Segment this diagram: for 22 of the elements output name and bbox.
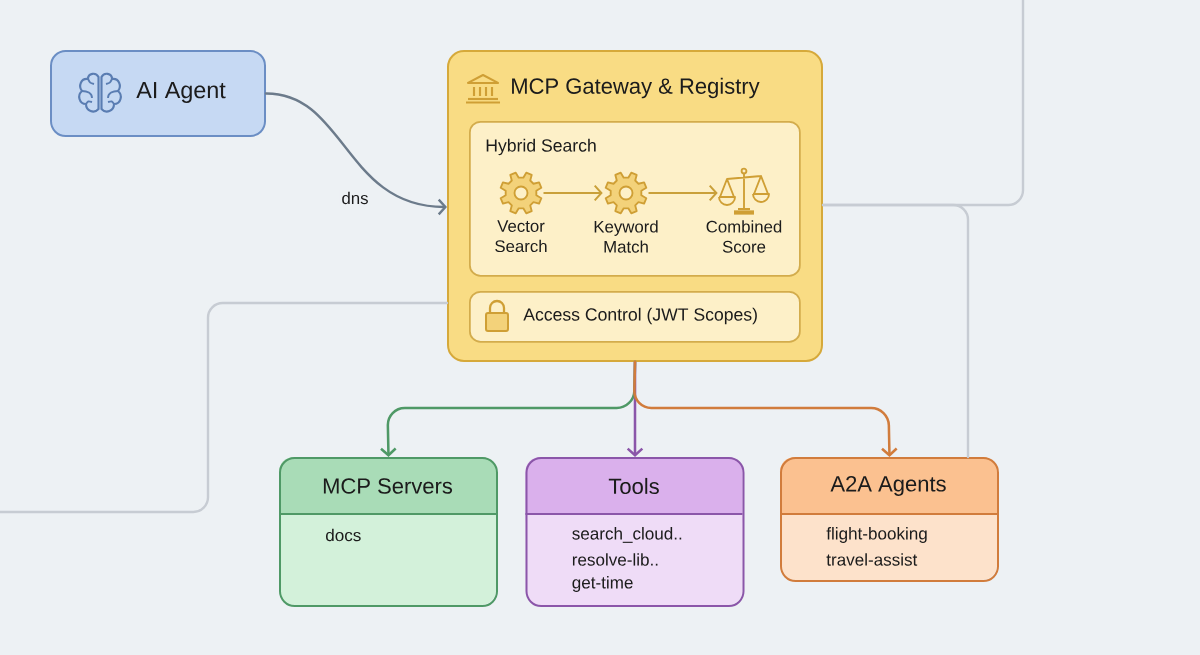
list-item: resolve-lib.. [572, 553, 658, 566]
card-title: MCP Servers [323, 478, 453, 494]
agent-box: AI Agent [50, 50, 266, 137]
card-title: Tools [608, 477, 659, 495]
list-item: get-time [572, 576, 633, 592]
connector-line [821, 0, 1025, 207]
group-title: Hybrid Search [486, 138, 596, 156]
list-item: docs [326, 528, 361, 542]
list-item: search_cloud.. [572, 527, 682, 543]
step-label: Vector Search [495, 220, 547, 253]
step-label: Combined Score [706, 220, 782, 253]
list-item: flight-booking [826, 527, 927, 543]
panel-title: MCP Gateway & Registry [512, 77, 760, 99]
access-box: Access Control (JWT Scopes) [469, 291, 801, 343]
card-title: A2A Agents [830, 476, 946, 496]
list-item: travel-assist [826, 553, 918, 566]
arrow [543, 184, 603, 202]
arrow [264, 92, 447, 216]
arrow [648, 184, 718, 202]
arrow [633, 360, 898, 457]
step-label: Keyword Match [594, 220, 658, 253]
connector-line [0, 301, 449, 514]
